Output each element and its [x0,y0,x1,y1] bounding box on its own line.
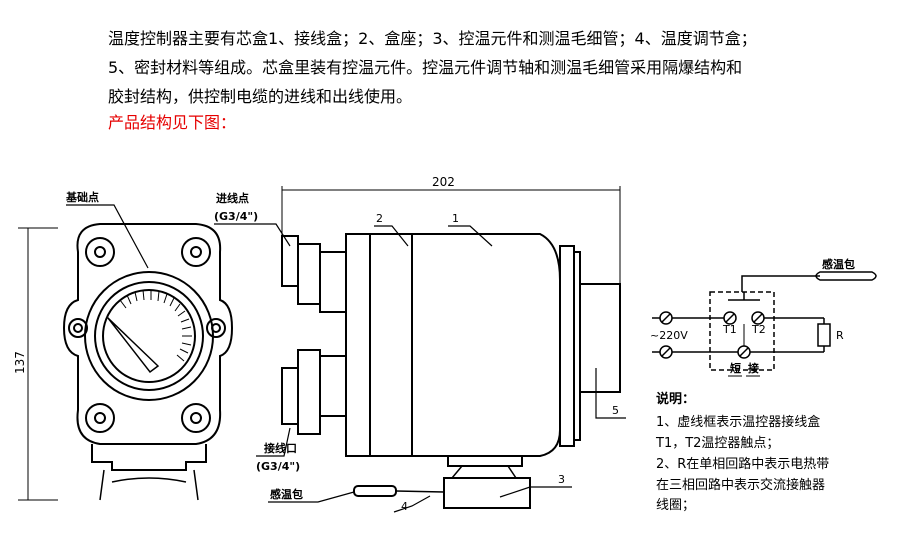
core-box [345,233,561,457]
sensor-bulb [353,485,397,497]
part-1-label: 1 [452,212,459,225]
dial-scale [119,289,192,362]
intro-text: 温度控制器主要有芯盒1、接线盒；2、盒座；3、控温元件和测温毛细管；4、温度调节… [108,24,828,111]
front-view: 137 基础点 [13,190,234,501]
part-4-label: 4 [401,500,408,513]
voltage-label: ~220V [650,329,688,342]
base-seat [443,477,531,509]
dim-height-label: 137 [13,351,27,374]
resistor-label: R [836,329,844,342]
junction-box [709,291,775,371]
structure-caption: 产品结构见下图： [108,113,237,132]
notes-line: T1，T2温控器触点； [655,436,779,451]
notes-line: 2、R在单相回路中表示电热带 [656,456,829,472]
dial-pointer [107,317,160,374]
intro-line: 5、密封材料等组成。芯盒里装有控温元件。控温元件调节轴和测温毛细管采用隔爆结构和 [108,58,743,77]
notes: 说明： 1、虚线框表示温控器接线盒 T1，T2温控器触点； 2、R在单相回路中表… [655,391,829,513]
connect-label: 接 [748,361,759,375]
side-view: 202 进线点 (G3/4") 2 1 5 接线口 (G3/4") [214,175,626,513]
part-5-label: 5 [612,404,619,417]
inlet-label: 进线点 [216,191,249,205]
dim-width-label: 202 [432,175,455,189]
intro-line: 胶封结构，供控制电缆的进线和出线使用。 [108,87,413,106]
wiring-port-label: 接线口 [264,441,297,455]
sensor-right-label: 感温包 [822,257,855,271]
part-3-label: 3 [558,473,565,486]
inlet-spec-label: (G3/4") [214,210,258,223]
intro-line: 温度控制器主要有芯盒1、接线盒；2、盒座；3、控温元件和测温毛细管；4、温度调节… [108,29,757,48]
dial-outer-ring [84,271,214,401]
part-2-label: 2 [376,212,383,225]
notes-line: 在三相回路中表示交流接触器 [656,477,825,493]
t2-label: T2 [751,323,766,336]
t1-label: T1 [722,323,737,336]
base-point-label: 基础点 [65,190,99,204]
notes-line: 线圈； [656,498,695,513]
wiring-schematic: 感温包 ~220V T1 T2 R 短 接 [650,257,877,377]
sensor-label: 感温包 [270,487,303,501]
resistor [817,323,831,347]
short-label: 短 [730,361,741,375]
sensor-bulb-right [815,271,877,281]
notes-title: 说明： [656,391,695,407]
wiring-spec-label: (G3/4") [256,460,300,473]
notes-line: 1、虚线框表示温控器接线盒 [656,414,820,430]
cover-plate [559,245,575,447]
front-flange [62,223,234,445]
